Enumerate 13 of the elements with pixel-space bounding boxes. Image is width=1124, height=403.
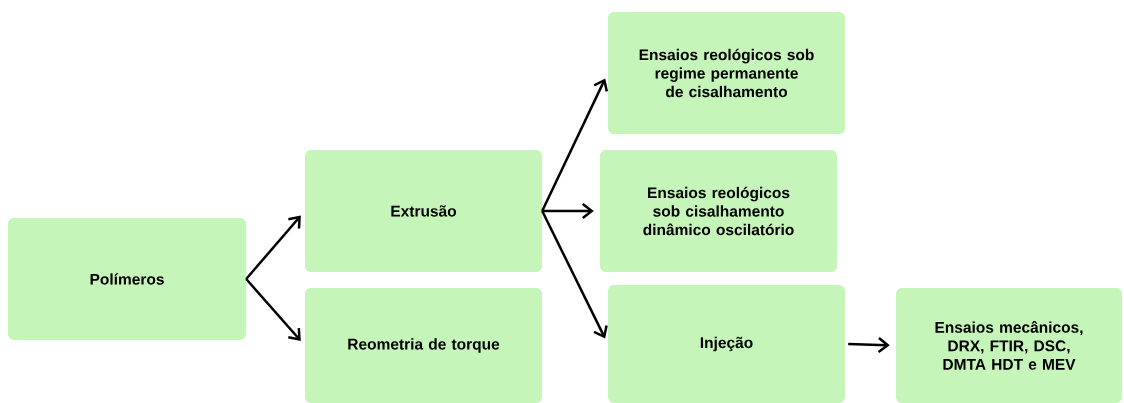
arrow (541, 78, 609, 212)
process-box: Ensaios reológicos sob regime permanente de cisalhamento (608, 12, 845, 134)
process-box: Ensaios mecânicos, DRX, FTIR, DSC, DMTA HDT e MEV (896, 288, 1122, 403)
arrow (542, 203, 594, 219)
process-box: Reometria de torque (305, 288, 542, 403)
process-box: Ensaios reológicos sob cisalhamento dinâmico oscilatório (600, 150, 837, 272)
arrow (245, 278, 301, 341)
process-box: Polímeros (8, 218, 246, 340)
arrow (848, 337, 890, 353)
process-box: Extrusão (305, 150, 542, 272)
process-box: Injeção (608, 285, 845, 403)
arrow (245, 215, 301, 280)
arrow (541, 210, 608, 339)
